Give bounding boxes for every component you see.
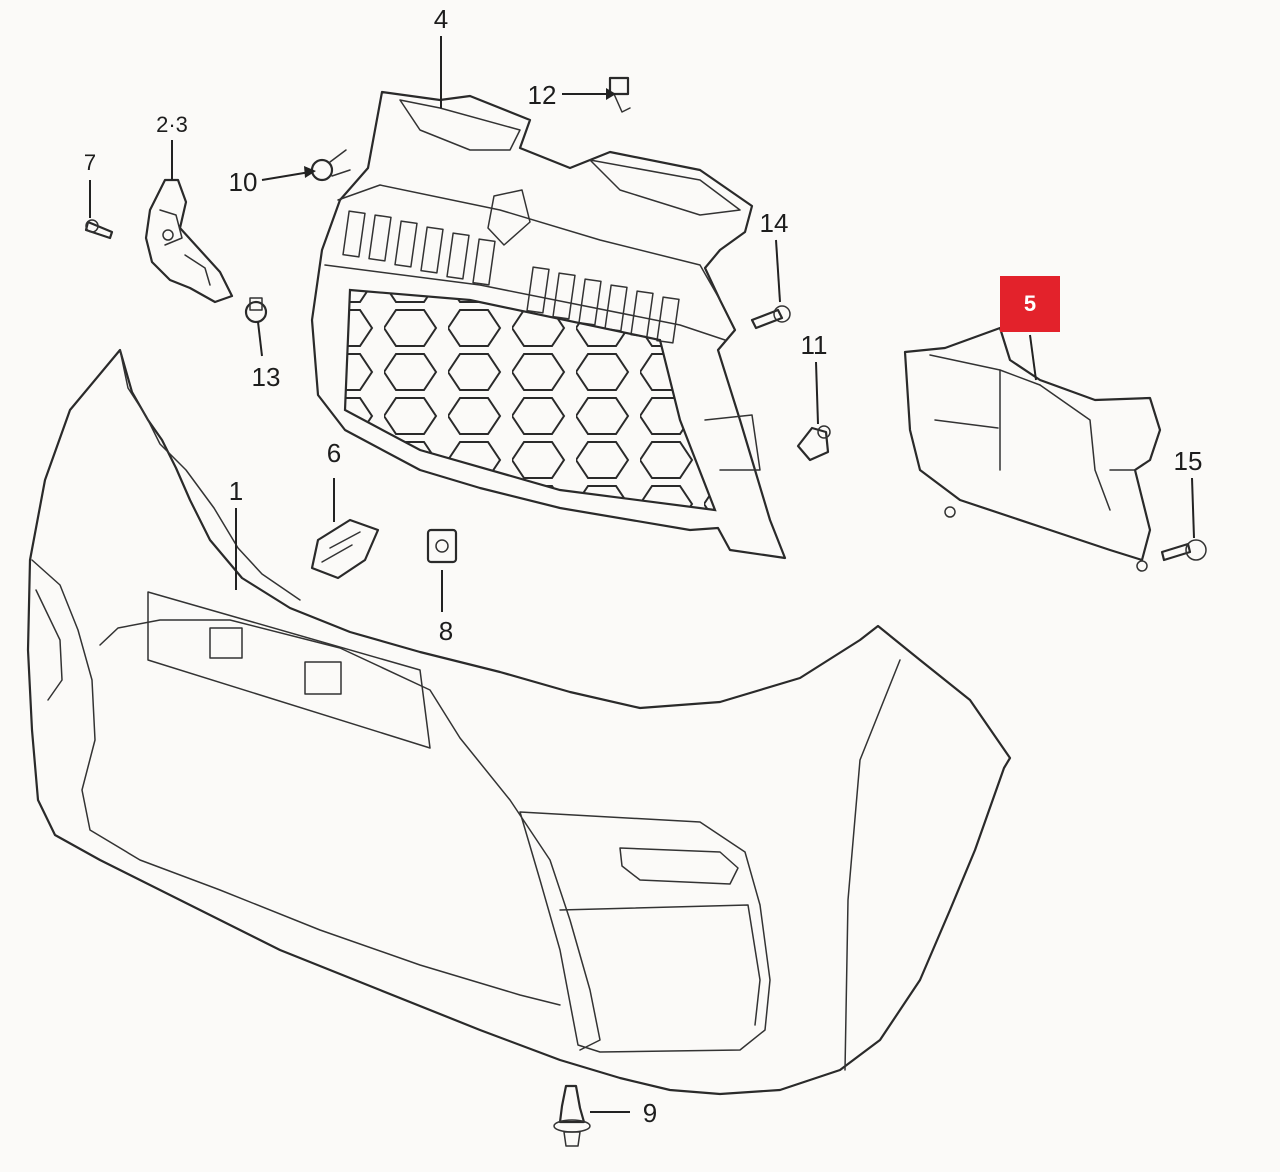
- callout-1: 1: [229, 476, 243, 506]
- screw-7-part: [84, 219, 114, 240]
- push-pin-9-part: [553, 1084, 591, 1147]
- callout-2-3: 2·3: [156, 112, 188, 137]
- emblem-part: [310, 518, 380, 580]
- callout-15: 15: [1174, 446, 1203, 476]
- callout-7: 7: [84, 150, 96, 175]
- leader-arrowheads: [304, 88, 616, 178]
- callout-6: 6: [327, 438, 341, 468]
- callout-labels: 1 2·3 4 5 6 7 8 9 10 11 12 13 14 15: [84, 4, 1203, 1128]
- bolt-12-part: [608, 76, 631, 113]
- callout-14: 14: [760, 208, 789, 238]
- front-grille-part: [310, 90, 787, 560]
- callout-10: 10: [229, 167, 258, 197]
- callout-5: 5: [1024, 291, 1036, 316]
- bumper-bracket-part: [144, 178, 234, 304]
- callout-11: 11: [801, 330, 828, 360]
- callout-12: 12: [528, 80, 557, 110]
- clip-10-part: [310, 149, 351, 182]
- callout-4: 4: [434, 4, 448, 34]
- side-duct-bracket-part: [903, 326, 1162, 572]
- callout-8: 8: [439, 616, 453, 646]
- clip-nut-part: [426, 528, 458, 564]
- front-bumper-part: [26, 348, 1012, 1096]
- screw-14-part: [750, 305, 791, 330]
- callout-9: 9: [643, 1098, 657, 1128]
- screw-15-part: [1160, 539, 1207, 562]
- highlight-box-5: [1000, 276, 1060, 332]
- clip-11-part: [796, 425, 831, 462]
- leader-lines: [89, 36, 1195, 1113]
- callout-13: 13: [252, 362, 281, 392]
- bolt-13-part: [244, 297, 268, 324]
